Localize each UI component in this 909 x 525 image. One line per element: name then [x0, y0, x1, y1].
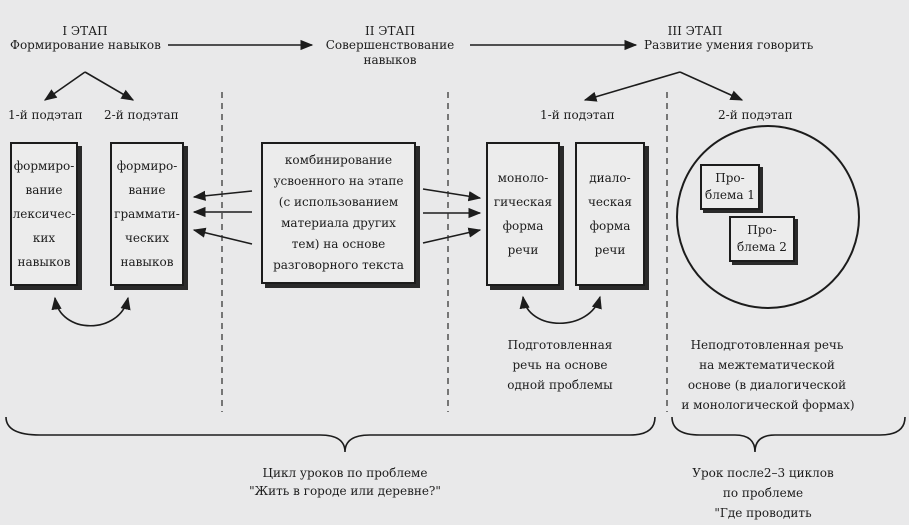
box-problem1-line2: блема 1 — [705, 188, 755, 202]
box-lexical-line1: формиро- — [13, 159, 75, 173]
arrow-right-1 — [422, 188, 482, 202]
box-grammar-line2: вание — [128, 183, 166, 197]
box-combining-line6: разговорного текста — [273, 258, 404, 272]
caption-unprepared-line1: Неподготовленная речь — [690, 338, 844, 352]
box-dialogue-line4: речи — [594, 243, 626, 257]
arrow-left-3 — [192, 227, 253, 245]
brace-lesson — [671, 416, 906, 453]
box-grammar-line5: навыков — [120, 255, 174, 269]
caption-unprepared-line3: основе (в диалогической — [687, 378, 847, 392]
box-dialogue-line1: диало- — [589, 171, 631, 185]
box-combining: комбинирование усвоенного на этапе (с ис… — [261, 142, 416, 284]
box-lexical-line2: вание — [25, 183, 63, 197]
box-combining-line2: усвоенного на этапе — [273, 174, 404, 188]
box-combining-line5: тем) на основе — [291, 237, 386, 251]
stage3-substage1-label: 1-й подэтап — [540, 108, 615, 122]
arrow-stage1-sub2 — [84, 71, 135, 101]
box-dialogue-line2: ческая — [588, 195, 632, 209]
box-lexical-line5: навыков — [17, 255, 71, 269]
stage3-title: III ЭТАП — [667, 24, 723, 38]
caption-prepared-line2: речь на основе — [512, 358, 608, 372]
box-problem-2: Про- блема 2 — [729, 216, 795, 262]
stage2-subtitle-line2: навыков — [363, 53, 417, 67]
box-lexical-skills: формиро- вание лексичес- ких навыков — [10, 142, 78, 286]
box-grammar-line3: граммати- — [114, 207, 180, 221]
box-monologue-line3: форма — [502, 219, 544, 233]
box-dialogue-line3: форма — [589, 219, 631, 233]
stage1-substage1-label: 1-й подэтап — [8, 108, 83, 122]
box-lexical-line3: лексичес- — [12, 207, 76, 221]
box-dialogue: диало- ческая форма речи — [575, 142, 645, 286]
arrow-stage3-sub1 — [583, 71, 681, 102]
caption-prepared-line1: Подготовленная — [507, 338, 613, 352]
stage2-title: II ЭТАП — [364, 24, 416, 38]
box-monologue-line4: речи — [507, 243, 539, 257]
caption-lesson-line3: "Где проводить — [714, 506, 812, 520]
arrow-stage3-sub2 — [679, 71, 744, 101]
caption-cycle-line2: "Жить в городе или деревне?" — [249, 484, 441, 498]
box-combining-line4: материала других — [281, 216, 396, 230]
box-problem-1: Про- блема 1 — [700, 164, 760, 210]
box-lexical-line4: ких — [32, 231, 56, 245]
brace-cycle — [5, 416, 656, 453]
caption-cycle-line1: Цикл уроков по проблеме — [262, 466, 428, 480]
box-combining-line3: (с использованием — [278, 195, 399, 209]
box-monologue-line1: моноло- — [497, 171, 549, 185]
arrow-left-1 — [192, 190, 253, 201]
box-monologue-line2: гическая — [493, 195, 553, 209]
caption-lesson-line1: Урок после2–3 циклов — [692, 466, 834, 480]
box-grammar-skills: формиро- вание граммати- ческих навыков — [110, 142, 184, 286]
caption-unprepared-line2: на межтематической — [699, 358, 835, 372]
curve-link-stage3 — [519, 295, 602, 325]
arrow-stage1-sub1 — [43, 71, 86, 101]
stage2-subtitle-line1: Совершенствование — [325, 38, 455, 52]
box-monologue: моноло- гическая форма речи — [486, 142, 560, 286]
stage1-title: I ЭТАП — [62, 24, 108, 38]
caption-prepared-line3: одной проблемы — [507, 378, 613, 392]
caption-lesson-line2: по проблеме — [722, 486, 804, 500]
box-problem2-line2: блема 2 — [737, 240, 787, 254]
stage1-subtitle: Формирование навыков — [10, 38, 161, 52]
stage3-subtitle: Развитие умения говорить — [644, 38, 814, 52]
stage3-substage2-label: 2-й подэтап — [718, 108, 793, 122]
arrow-right-3 — [422, 227, 482, 244]
box-problem1-line1: Про- — [715, 171, 745, 185]
box-combining-line1: комбинирование — [284, 153, 393, 167]
box-grammar-line1: формиро- — [116, 159, 178, 173]
stage1-substage2-label: 2-й подэтап — [104, 108, 179, 122]
curve-link-stage1 — [51, 296, 131, 327]
problems-circle — [676, 125, 860, 309]
box-problem2-line1: Про- — [747, 223, 777, 237]
caption-unprepared-line4: и монологической формах) — [681, 398, 855, 412]
box-grammar-line4: ческих — [124, 231, 170, 245]
